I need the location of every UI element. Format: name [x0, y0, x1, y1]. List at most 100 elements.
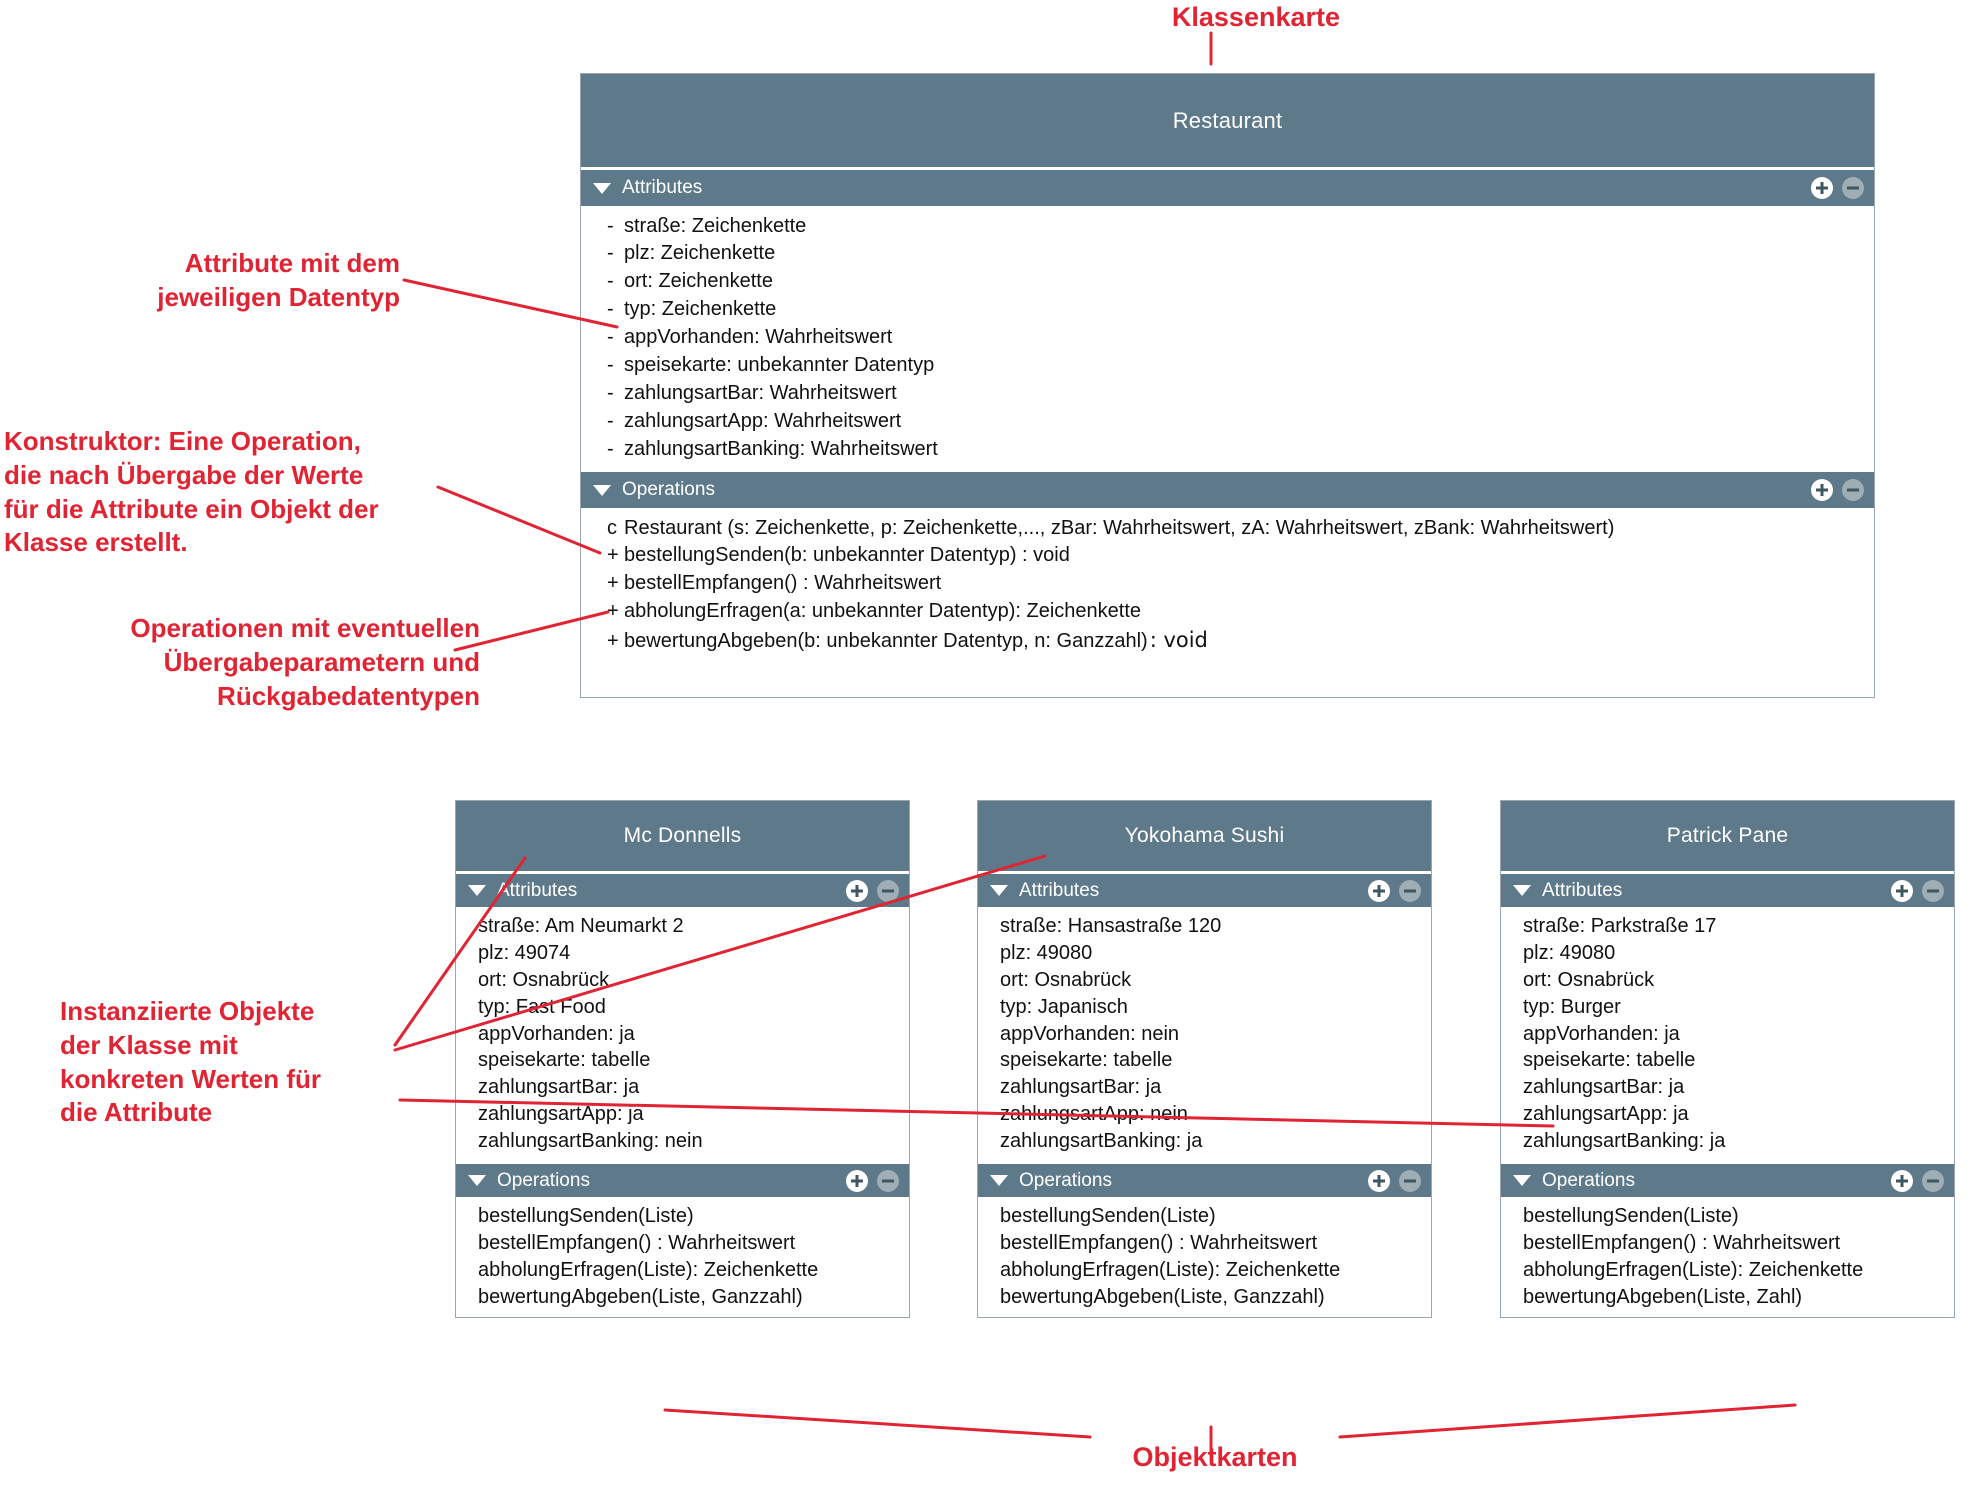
member-row[interactable]: -zahlungsartBanking: Wahrheitswert [607, 435, 1874, 463]
minus-circle-icon[interactable] [1842, 479, 1864, 502]
section-header-operations[interactable]: Operations [978, 1161, 1431, 1198]
member-row[interactable]: plz: 49080 [1523, 940, 1954, 967]
member-row[interactable]: appVorhanden: ja [478, 1021, 909, 1048]
member-row[interactable]: +bestellungSenden(b: unbekannter Datenty… [607, 542, 1874, 570]
member-row[interactable]: +bewertungAbgeben(b: unbekannter Datenty… [607, 626, 1874, 656]
member-row[interactable]: bestellungSenden(Liste) [478, 1203, 909, 1230]
member-row[interactable]: zahlungsartBanking: ja [1000, 1128, 1431, 1155]
member-row[interactable]: straße: Hansastraße 120 [1000, 913, 1431, 940]
member-row[interactable]: +bestellEmpfangen() : Wahrheitswert [607, 570, 1874, 598]
member-row[interactable]: abholungErfragen(Liste): Zeichenkette [1000, 1257, 1431, 1284]
member-row[interactable]: plz: 49074 [478, 940, 909, 967]
member-row[interactable]: appVorhanden: ja [1523, 1021, 1954, 1048]
minus-circle-icon[interactable] [1922, 1169, 1944, 1192]
member-row[interactable]: bestellEmpfangen() : Wahrheitswert [1000, 1230, 1431, 1257]
member-row[interactable]: zahlungsartBar: ja [1000, 1074, 1431, 1101]
member-row[interactable]: bestellEmpfangen() : Wahrheitswert [1523, 1230, 1954, 1257]
member-row[interactable]: -appVorhanden: Wahrheitswert [607, 324, 1874, 352]
member-row[interactable]: bestellEmpfangen() : Wahrheitswert [478, 1230, 909, 1257]
member-row[interactable]: speisekarte: tabelle [478, 1047, 909, 1074]
caret-down-icon[interactable] [990, 885, 1008, 896]
member-row[interactable]: bewertungAbgeben(Liste, Ganzzahl) [1000, 1284, 1431, 1311]
member-row[interactable]: appVorhanden: nein [1000, 1021, 1431, 1048]
section-header-icons [846, 879, 899, 902]
plus-circle-icon[interactable] [1368, 879, 1390, 902]
member-row[interactable]: abholungErfragen(Liste): Zeichenkette [478, 1257, 909, 1284]
minus-circle-icon[interactable] [1922, 879, 1944, 902]
member-row[interactable]: zahlungsartApp: ja [1523, 1101, 1954, 1128]
member-row[interactable]: zahlungsartApp: nein [1000, 1101, 1431, 1128]
member-row[interactable]: -straße: Zeichenkette [607, 212, 1874, 240]
minus-circle-icon[interactable] [1399, 879, 1421, 902]
section-header-operations[interactable]: Operations [1501, 1161, 1954, 1198]
member-row[interactable]: typ: Fast Food [478, 994, 909, 1021]
member-row[interactable]: speisekarte: tabelle [1523, 1047, 1954, 1074]
member-row[interactable]: plz: 49080 [1000, 940, 1431, 967]
minus-circle-icon[interactable] [877, 879, 899, 902]
section-header-operations[interactable]: Operations [456, 1161, 909, 1198]
visibility-sigil: - [607, 409, 614, 432]
section-header-attributes[interactable]: Attributes [978, 871, 1431, 907]
member-row[interactable]: -typ: Zeichenkette [607, 296, 1874, 324]
member-row[interactable]: -plz: Zeichenkette [607, 240, 1874, 268]
member-row[interactable]: ort: Osnabrück [1523, 967, 1954, 994]
member-row[interactable]: bestellungSenden(Liste) [1523, 1203, 1954, 1230]
minus-circle-icon[interactable] [1399, 1169, 1421, 1192]
member-row[interactable]: zahlungsartBanking: nein [478, 1128, 909, 1155]
section-header-operations[interactable]: Operations [581, 469, 1874, 509]
member-row[interactable]: zahlungsartBar: ja [478, 1074, 909, 1101]
member-row[interactable]: bewertungAbgeben(Liste, Ganzzahl) [478, 1284, 909, 1311]
member-text: straße: Hansastraße 120 [1000, 915, 1222, 937]
member-row[interactable]: -speisekarte: unbekannter Datentyp [607, 351, 1874, 379]
class-card-restaurant[interactable]: Restaurant Attributes-straße: Zeichenket… [580, 73, 1875, 698]
plus-circle-icon[interactable] [846, 1169, 868, 1192]
caret-down-icon[interactable] [593, 484, 611, 496]
member-row[interactable]: speisekarte: tabelle [1000, 1047, 1431, 1074]
member-text: bestellungSenden(Liste) [1523, 1205, 1739, 1228]
member-row[interactable]: +abholungErfragen(a: unbekannter Datenty… [607, 598, 1874, 626]
plus-circle-icon[interactable] [1891, 879, 1913, 902]
member-row[interactable]: -zahlungsartApp: Wahrheitswert [607, 407, 1874, 435]
member-row[interactable]: zahlungsartBanking: ja [1523, 1128, 1954, 1155]
plus-circle-icon[interactable] [1891, 1169, 1913, 1192]
member-row[interactable]: ort: Osnabrück [1000, 967, 1431, 994]
plus-circle-icon[interactable] [1368, 1169, 1390, 1192]
member-row[interactable]: -ort: Zeichenkette [607, 268, 1874, 296]
section-header-attributes[interactable]: Attributes [1501, 871, 1954, 907]
caret-down-icon[interactable] [593, 182, 611, 194]
member-row[interactable]: bewertungAbgeben(Liste, Zahl) [1523, 1284, 1954, 1311]
section-header-icons [1368, 1169, 1421, 1192]
member-row[interactable]: abholungErfragen(Liste): Zeichenkette [1523, 1257, 1954, 1284]
member-row[interactable]: typ: Burger [1523, 994, 1954, 1021]
caret-down-icon[interactable] [468, 1175, 486, 1187]
section-header-label: Operations [622, 479, 715, 501]
caret-down-icon[interactable] [468, 885, 486, 896]
plus-circle-icon[interactable] [1811, 177, 1833, 199]
member-text: bestellungSenden(Liste) [478, 1205, 694, 1228]
section-header-attributes[interactable]: Attributes [581, 167, 1874, 206]
caret-down-icon[interactable] [1513, 1175, 1531, 1187]
section-header-attributes[interactable]: Attributes [456, 871, 909, 907]
plus-circle-icon[interactable] [846, 879, 868, 902]
member-row[interactable]: zahlungsartBar: ja [1523, 1074, 1954, 1101]
caret-down-icon[interactable] [990, 1175, 1008, 1187]
minus-circle-icon[interactable] [1842, 177, 1864, 199]
member-row[interactable]: straße: Am Neumarkt 2 [478, 913, 909, 940]
caret-down-icon[interactable] [1513, 885, 1531, 896]
member-row[interactable]: bestellungSenden(Liste) [1000, 1203, 1431, 1230]
plus-circle-icon[interactable] [1811, 479, 1833, 502]
member-text: typ: Fast Food [478, 995, 606, 1018]
member-row[interactable]: straße: Parkstraße 17 [1523, 913, 1954, 940]
member-row[interactable]: typ: Japanisch [1000, 994, 1431, 1021]
member-row[interactable]: ort: Osnabrück [478, 967, 909, 994]
member-row[interactable]: -zahlungsartBar: Wahrheitswert [607, 379, 1874, 407]
member-text: bestellEmpfangen() : Wahrheitswert [624, 572, 942, 595]
member-row[interactable]: zahlungsartApp: ja [478, 1101, 909, 1128]
minus-circle-icon[interactable] [877, 1169, 899, 1192]
